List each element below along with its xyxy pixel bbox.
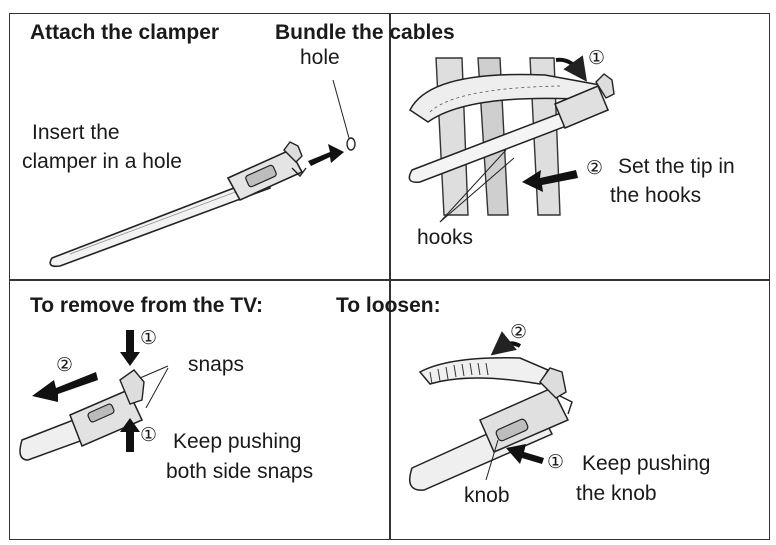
remove-arrows bbox=[32, 330, 140, 452]
heading-bundle-cables: Bundle the cables bbox=[275, 21, 455, 44]
step-marker-1-bottom: ① bbox=[140, 425, 158, 446]
clamper-illustration bbox=[49, 141, 307, 268]
step-marker-1: ① bbox=[588, 48, 606, 69]
label-hooks: hooks bbox=[417, 226, 474, 249]
label-snaps: snaps bbox=[188, 353, 245, 376]
hole-marker bbox=[332, 79, 356, 151]
heading-to-loosen: To loosen: bbox=[336, 294, 441, 317]
text-keep-pushing-knob-line1: Keep pushing bbox=[582, 452, 711, 475]
step-marker-2: ② bbox=[586, 158, 604, 179]
horizontal-divider bbox=[9, 279, 770, 281]
label-hole: hole bbox=[300, 46, 340, 69]
cable-bundle-illustration bbox=[408, 57, 615, 223]
text-keep-pushing-knob-line2: the knob bbox=[576, 482, 657, 505]
insert-arrow bbox=[308, 144, 344, 166]
remove-illustration bbox=[19, 365, 169, 461]
vertical-divider bbox=[389, 13, 391, 540]
label-knob: knob bbox=[464, 484, 510, 507]
heading-attach-clamper: Attach the clamper bbox=[30, 21, 220, 44]
text-insert-line1: Insert the bbox=[32, 121, 120, 144]
text-set-tip-line1: Set the tip in bbox=[618, 155, 735, 178]
loosen-illustration bbox=[409, 357, 573, 491]
step-marker-2: ② bbox=[56, 355, 74, 376]
text-insert-line2: clamper in a hole bbox=[22, 150, 182, 173]
heading-remove-from-tv: To remove from the TV: bbox=[30, 294, 263, 317]
text-keep-pushing-snaps-line1: Keep pushing bbox=[173, 430, 302, 453]
step-marker-2: ② bbox=[510, 322, 528, 343]
curve-arrow-step1 bbox=[555, 55, 587, 82]
step-marker-1-top: ① bbox=[140, 328, 158, 349]
text-keep-pushing-snaps-line2: both side snaps bbox=[166, 460, 314, 483]
push-arrow-step2 bbox=[522, 170, 578, 192]
step-marker-1: ① bbox=[547, 452, 565, 473]
loosen-arrows bbox=[490, 331, 544, 464]
text-set-tip-line2: the hooks bbox=[610, 184, 702, 207]
